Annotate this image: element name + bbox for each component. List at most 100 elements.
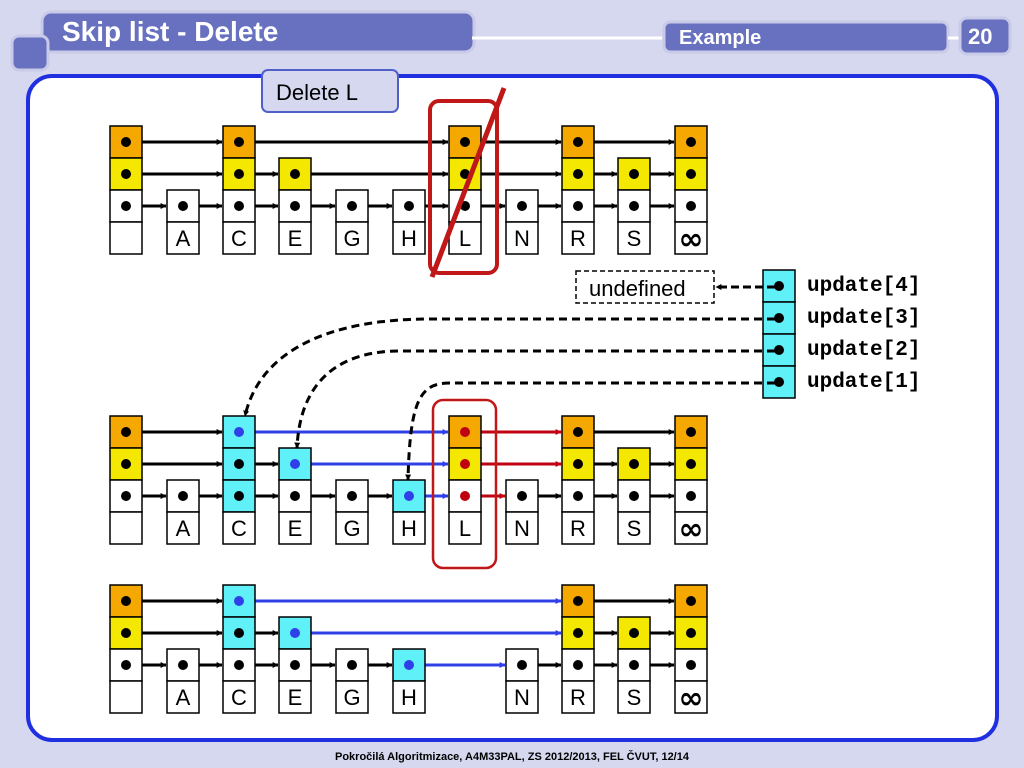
pointer-dot xyxy=(234,596,244,606)
key-cell xyxy=(561,511,595,545)
pointer-dot xyxy=(234,459,244,469)
key-cell xyxy=(617,221,651,255)
pointer-dot xyxy=(686,427,696,437)
pointer-dot xyxy=(517,491,527,501)
pointer-dot xyxy=(404,201,414,211)
key-cell xyxy=(448,511,482,545)
pointer-dot xyxy=(290,491,300,501)
pointer-dot xyxy=(234,137,244,147)
pointer-dot xyxy=(234,660,244,670)
pointer-dot xyxy=(573,169,583,179)
pointer-dot xyxy=(121,660,131,670)
update-dot xyxy=(774,281,784,291)
pointer-dot xyxy=(234,491,244,501)
slide-title: Skip list - Delete xyxy=(62,16,279,47)
pointer-dot xyxy=(347,660,357,670)
pointer-dot xyxy=(517,660,527,670)
key-label: H xyxy=(401,516,417,541)
key-cell xyxy=(222,221,256,255)
key-label: E xyxy=(288,685,303,710)
key-label: N xyxy=(514,516,530,541)
node-cell xyxy=(222,415,256,449)
update-label-4: update[4] xyxy=(807,275,920,298)
pointer-dot xyxy=(121,137,131,147)
pointer-dot xyxy=(573,201,583,211)
key-cell xyxy=(335,511,369,545)
key-cell xyxy=(166,511,200,545)
key-cell xyxy=(278,680,312,714)
pointer-dot xyxy=(460,169,470,179)
key-cell xyxy=(335,680,369,714)
update-dot xyxy=(774,313,784,323)
key-label: R xyxy=(570,226,586,251)
update1-arrow xyxy=(405,381,775,481)
update-dot xyxy=(774,377,784,387)
node-cell xyxy=(674,157,708,191)
pointer-dot xyxy=(686,628,696,638)
update-dot xyxy=(774,345,784,355)
slide-footer: Pokročilá Algoritmizace, A4M33PAL, ZS 20… xyxy=(335,751,689,763)
pointer-dot xyxy=(629,201,639,211)
key-label: G xyxy=(343,516,360,541)
pointer-dot xyxy=(234,628,244,638)
key-cell xyxy=(392,511,426,545)
pointer-dot xyxy=(178,201,188,211)
key-cell xyxy=(222,511,256,545)
key-label: H xyxy=(401,226,417,251)
deleted-node-frame xyxy=(428,99,499,275)
key-cell xyxy=(222,680,256,714)
pointer-dot xyxy=(686,459,696,469)
key-cell xyxy=(335,221,369,255)
pointer-dot xyxy=(629,660,639,670)
key-cell xyxy=(505,511,539,545)
key-cell xyxy=(392,221,426,255)
update-label-1: update[1] xyxy=(807,371,920,394)
key-cell xyxy=(674,511,708,545)
key-cell xyxy=(617,680,651,714)
key-label: G xyxy=(343,226,360,251)
pointer-dot xyxy=(686,137,696,147)
pointer-dot xyxy=(460,459,470,469)
key-cell xyxy=(561,680,595,714)
key-cell xyxy=(109,221,143,255)
removed-node-frame xyxy=(431,398,498,570)
pointer-dot xyxy=(234,201,244,211)
pointer-dot xyxy=(234,169,244,179)
pointer-dot xyxy=(573,459,583,469)
key-label: S xyxy=(627,516,642,541)
key-label: E xyxy=(288,516,303,541)
key-label: C xyxy=(231,685,247,710)
pointer-dot xyxy=(121,596,131,606)
infinity-label: ∞ xyxy=(679,681,704,716)
pointer-dot xyxy=(573,628,583,638)
pointer-dot xyxy=(686,201,696,211)
key-label: H xyxy=(401,685,417,710)
pointer-dot xyxy=(686,660,696,670)
pointer-dot xyxy=(178,660,188,670)
key-cell xyxy=(166,221,200,255)
pointer-dot xyxy=(686,596,696,606)
pointer-dot xyxy=(517,201,527,211)
pointer-dot xyxy=(121,628,131,638)
node-cell xyxy=(109,125,143,159)
key-cell xyxy=(561,221,595,255)
header-bar xyxy=(10,10,1012,72)
pointer-dot xyxy=(290,459,300,469)
caption-box xyxy=(261,69,399,113)
key-cell xyxy=(617,511,651,545)
key-label: S xyxy=(627,685,642,710)
pointer-dot xyxy=(573,427,583,437)
key-label: L xyxy=(459,516,471,541)
infinity-label: ∞ xyxy=(679,512,704,547)
pointer-dot xyxy=(121,459,131,469)
key-label: N xyxy=(514,226,530,251)
key-cell xyxy=(505,221,539,255)
pointer-dot xyxy=(290,628,300,638)
key-label: R xyxy=(570,685,586,710)
key-label: R xyxy=(570,516,586,541)
pointer-dot xyxy=(573,491,583,501)
key-label: G xyxy=(343,685,360,710)
key-label: C xyxy=(231,226,247,251)
